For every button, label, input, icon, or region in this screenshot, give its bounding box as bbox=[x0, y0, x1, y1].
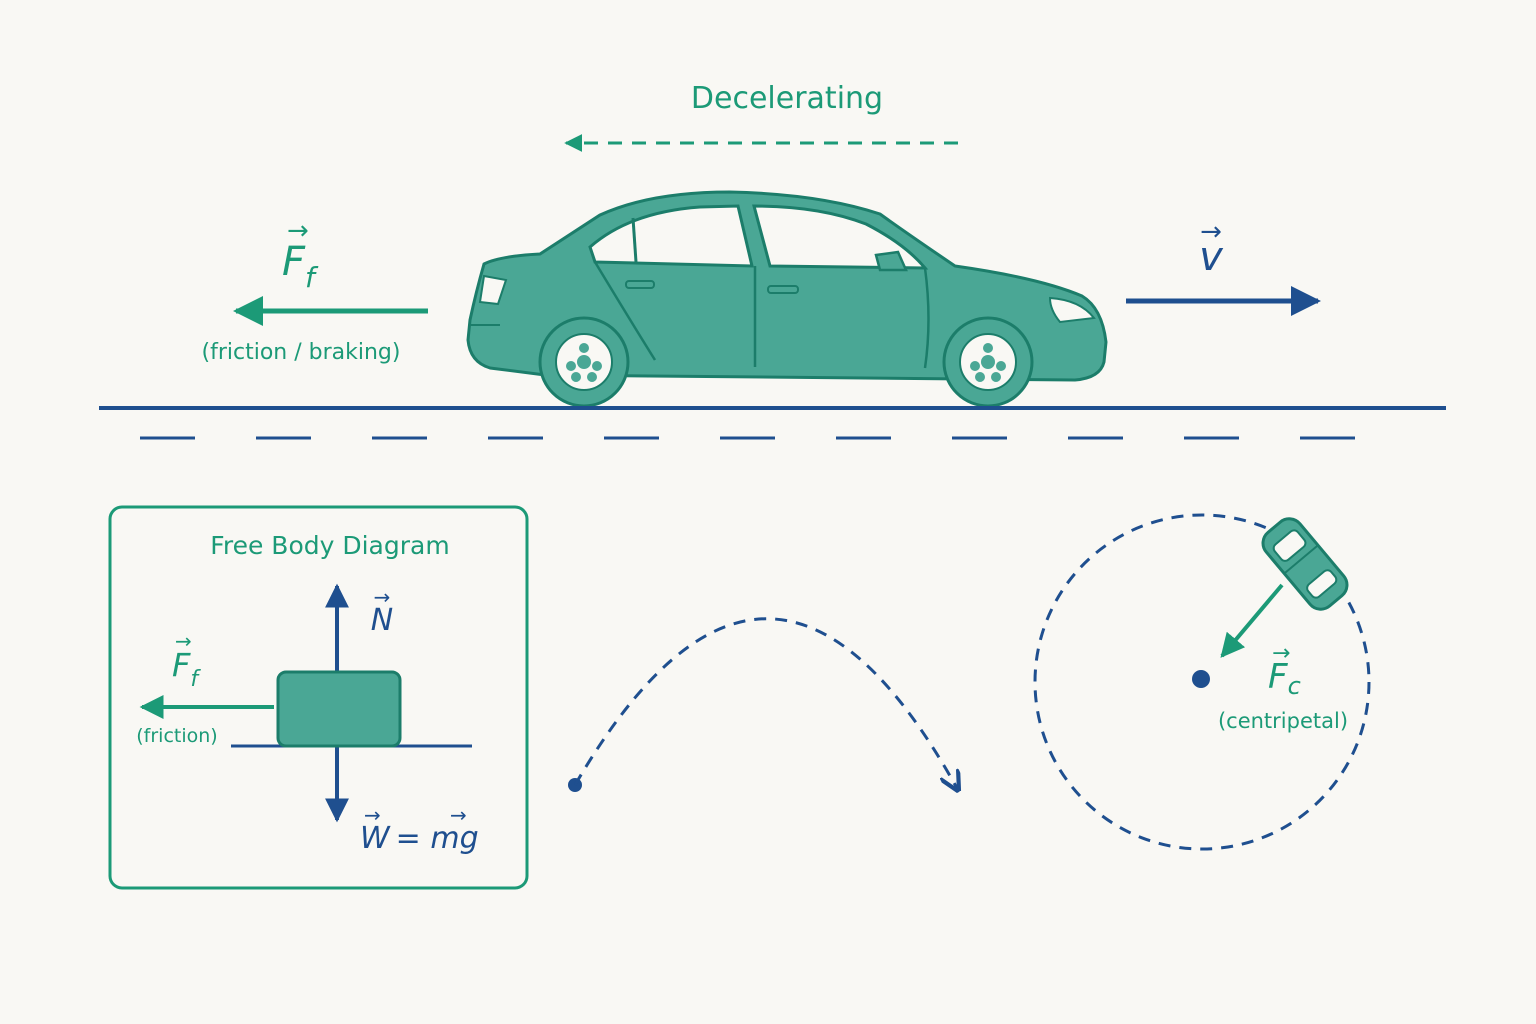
svg-text:→: → bbox=[374, 585, 391, 609]
velocity-label: v → bbox=[1199, 217, 1224, 280]
car-headlight bbox=[1048, 296, 1096, 324]
rear-wheel bbox=[538, 316, 630, 408]
circle-center bbox=[1192, 670, 1210, 688]
circular-path bbox=[1033, 513, 1371, 851]
svg-text:Ff: Ff bbox=[172, 646, 201, 692]
svg-text:Fc: Fc bbox=[1268, 657, 1301, 700]
centripetal-symbol: F bbox=[1268, 657, 1288, 697]
svg-text:W= mg: W= mg bbox=[360, 821, 479, 856]
fbd-friction-symbol: F bbox=[172, 646, 191, 684]
free-body-diagram-panel bbox=[108, 505, 529, 890]
centripetal-subscript: c bbox=[1288, 672, 1301, 700]
centripetal-caption: (centripetal) bbox=[1218, 709, 1348, 733]
svg-text:→: → bbox=[364, 803, 381, 827]
svg-text:→: → bbox=[1272, 641, 1290, 666]
fbd-friction-caption: (friction) bbox=[136, 725, 217, 747]
projectile-trajectory bbox=[573, 617, 958, 790]
svg-text:→: → bbox=[450, 803, 467, 827]
gravity-symbol: g bbox=[460, 821, 479, 856]
centripetal-force-arrow bbox=[1220, 583, 1284, 658]
fbd-block bbox=[276, 670, 402, 748]
front-wheel bbox=[942, 316, 1034, 408]
fbd-title: Free Body Diagram bbox=[210, 531, 449, 560]
velocity-symbol: v bbox=[1199, 234, 1224, 280]
car-taillight bbox=[478, 274, 508, 306]
car-windows bbox=[588, 204, 754, 268]
friction-subscript: f bbox=[305, 261, 319, 294]
svg-text:→: → bbox=[287, 216, 309, 246]
weight-symbol: W bbox=[360, 821, 391, 856]
normal-force-label: N → bbox=[371, 585, 393, 638]
friction-symbol: F bbox=[282, 239, 306, 285]
top-view-car-icon bbox=[1261, 517, 1349, 611]
decelerating-label: Decelerating bbox=[691, 81, 883, 116]
car-rear-window bbox=[752, 204, 929, 270]
svg-text:Ff: Ff bbox=[282, 239, 319, 294]
svg-text:→: → bbox=[1200, 217, 1222, 247]
weight-force-label: W= mg → → bbox=[360, 803, 479, 856]
friction-force-label: Ff → bbox=[282, 216, 319, 294]
weight-equation: = m bbox=[396, 821, 460, 856]
sedan-car-icon bbox=[466, 190, 1108, 408]
friction-caption: (friction / braking) bbox=[202, 340, 401, 365]
fbd-friction-subscript: f bbox=[190, 667, 201, 692]
svg-text:→: → bbox=[175, 629, 192, 653]
centripetal-force-label: Fc → bbox=[1268, 641, 1301, 700]
fbd-friction-label: Ff → bbox=[172, 629, 201, 692]
normal-symbol: N bbox=[371, 603, 393, 638]
